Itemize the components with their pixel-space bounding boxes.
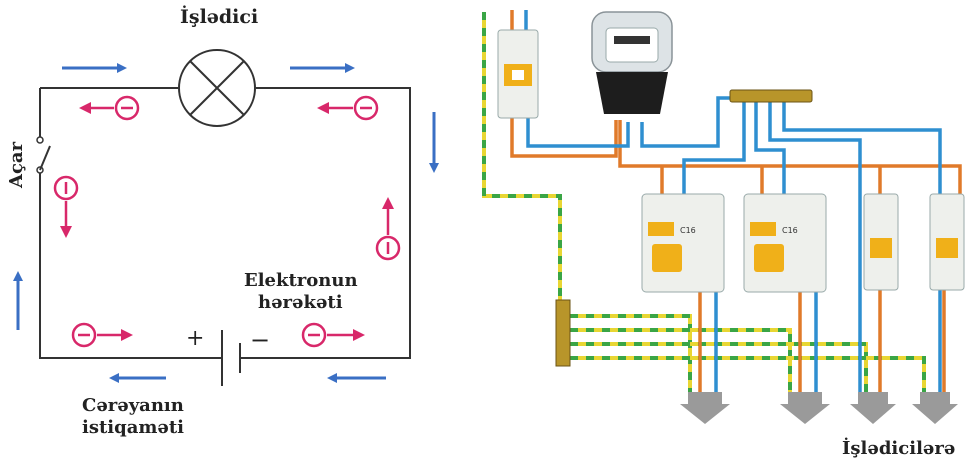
output-arrow-4 [912,392,958,424]
current-arrows [13,63,439,383]
battery-minus-sign: − [250,326,271,354]
phase-wires [510,10,962,392]
consumers-label: İşlədicilərə [842,438,956,459]
single-breaker-2 [929,193,965,291]
battery-plus-sign: + [186,326,205,351]
switch-icon [36,136,51,174]
lamp-icon [178,49,256,127]
simple-circuit [13,49,439,386]
circuit-wire [39,87,411,359]
output-arrow-3 [850,392,896,424]
breaker-2-label: C16 [782,226,798,235]
battery-icon [221,330,241,386]
main-breaker [497,29,539,119]
electricity-meter [591,11,673,114]
single-breaker-1 [863,193,899,291]
rcd-breaker-1: C16 [641,193,725,293]
switch-label: Açar [6,141,27,188]
lamp-label: İşlədici [180,6,259,28]
output-arrow-2 [780,392,830,424]
electrons [53,95,401,348]
breaker-1-label: C16 [680,226,696,235]
output-arrow-1 [680,392,730,424]
electron-motion-label-line2: hərəkəti [258,292,343,313]
distribution-panel: C16 C16 [482,10,965,424]
current-direction-label-line1: Cərəyanın [82,395,184,416]
neutral-bus-bar [729,89,813,103]
ground-wires [482,12,926,392]
electron-motion-label-line1: Elektronun [244,270,358,291]
ground-bus-bar [555,299,571,367]
current-direction-label-line2: istiqaməti [82,417,185,438]
output-arrows [680,392,958,424]
rcd-breaker-2: C16 [743,193,827,293]
